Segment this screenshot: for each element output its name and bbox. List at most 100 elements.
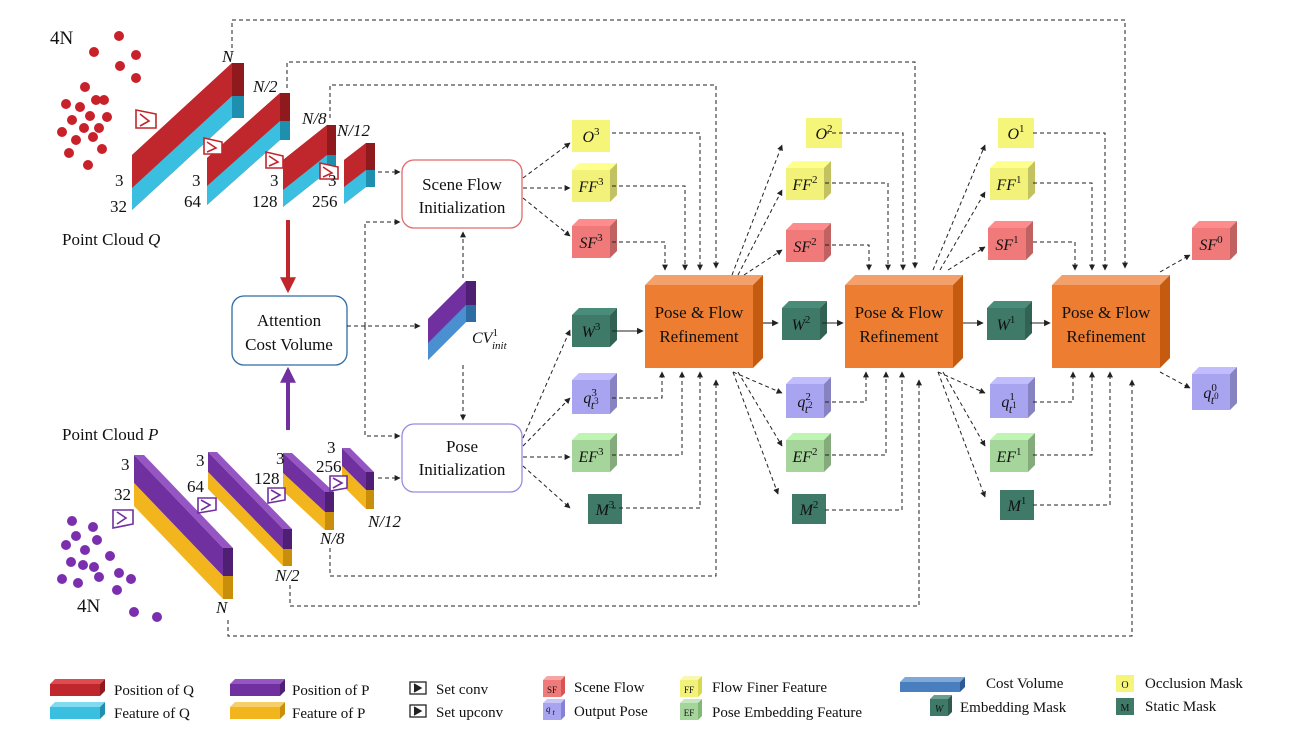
o1-cube: O1 [998, 118, 1034, 148]
legend-flow-finer: Flow Finer Feature [712, 680, 827, 696]
svg-text:M1: M1 [1007, 495, 1027, 515]
ff1-cube: FF1 [990, 161, 1035, 200]
refinement-box-1 [645, 275, 763, 368]
point-cloud-q-dots [57, 31, 141, 170]
svg-text:FF: FF [684, 685, 694, 695]
sf2-cube: SF2 [786, 223, 831, 262]
p-count-label: 4N [77, 596, 101, 617]
legend: Position of Q Feature of Q Position of P… [50, 675, 1243, 722]
refinement-3-line2: Refinement [1066, 327, 1146, 346]
pose-init-line1: Pose [446, 437, 478, 456]
o3-cube: O3 [572, 120, 610, 152]
q-dim-labels: N 3 32 N/2 3 64 N/8 3 128 N/12 3 256 [110, 47, 371, 216]
legend-pos-q-swatch [50, 679, 105, 696]
q-level4-feat: 256 [312, 192, 338, 211]
svg-text:FF1: FF1 [995, 174, 1021, 194]
legend-embed-mask: Embedding Mask [960, 700, 1067, 716]
svg-text:W1: W1 [997, 314, 1016, 334]
legend-set-conv: Set conv [436, 682, 489, 698]
refinement-1-line2: Refinement [659, 327, 739, 346]
p-level3-feat: 128 [254, 469, 280, 488]
ef3-cube: EF3 [572, 433, 617, 472]
legend-set-conv-icon [409, 681, 427, 695]
svg-text:EF2: EF2 [791, 446, 817, 466]
svg-text:M3: M3 [595, 499, 615, 519]
svg-text:SF2: SF2 [793, 236, 816, 256]
legend-pos-p-swatch [230, 679, 285, 696]
legend-pose-embed: Pose Embedding Feature [712, 705, 862, 721]
legend-pos-q: Position of Q [114, 683, 194, 699]
legend-sf-icon: SF [543, 676, 565, 697]
ef1-cube: EF1 [990, 433, 1035, 472]
p-level4-feat: 256 [316, 457, 342, 476]
scene-flow-init-line2: Initialization [419, 198, 506, 217]
q-level1-pos: 3 [115, 171, 124, 190]
m3-cube: M3 [588, 494, 622, 524]
ff2-cube: FF2 [786, 161, 831, 200]
p-dim-labels: 3 32 N 3 64 N/2 3 128 N/8 3 256 N/12 [114, 438, 402, 617]
legend-occlusion: Occlusion Mask [1145, 676, 1243, 692]
ef2-cube: EF2 [786, 433, 831, 472]
o2-cube: O2 [806, 118, 842, 148]
svg-text:W: W [935, 704, 945, 715]
q-setconv-icons [135, 109, 339, 180]
p-level1-n: N [215, 598, 229, 617]
svg-text:M: M [1121, 703, 1130, 714]
q-level4-n: N/12 [336, 121, 371, 140]
p-level1-feat: 32 [114, 485, 131, 504]
svg-text:W2: W2 [792, 314, 811, 334]
svg-text:qt: qt [546, 704, 556, 717]
q-encoder-bars [132, 63, 375, 210]
sf0-cube: SF0 [1192, 221, 1237, 260]
legend-m-icon: M [1116, 698, 1134, 715]
legend-ef-icon: EF [680, 699, 702, 720]
p-level3-n: N/8 [319, 529, 345, 548]
scene-flow-init-line1: Scene Flow [422, 175, 503, 194]
legend-feat-q-swatch [50, 702, 105, 719]
svg-text:EF: EF [684, 708, 695, 718]
refinement-1-line1: Pose & Flow [655, 303, 745, 322]
p-level2-n: N/2 [274, 566, 300, 585]
legend-feat-q: Feature of Q [114, 706, 190, 722]
p-level2-feat: 64 [187, 477, 205, 496]
legend-feat-p-swatch [230, 702, 285, 719]
p-setconv-icons [112, 475, 348, 529]
legend-output-pose: Output Pose [574, 704, 648, 720]
q-level4-pos: 3 [328, 171, 337, 190]
svg-text:O2: O2 [815, 123, 832, 143]
legend-ff-icon: FF [680, 676, 702, 697]
sf3-cube: SF3 [572, 219, 617, 258]
svg-text:EF3: EF3 [577, 446, 604, 466]
refinement-3-line1: Pose & Flow [1062, 303, 1152, 322]
q-level1-n: N [221, 47, 235, 66]
m2-cube: M2 [792, 494, 826, 524]
q-level2-feat: 64 [184, 192, 202, 211]
scene-flow-init-box [401, 159, 523, 229]
p-level2-pos: 3 [196, 451, 205, 470]
sf1-cube: SF1 [988, 221, 1033, 260]
legend-pos-p: Position of P [292, 683, 370, 699]
attention-cost-volume-box [231, 295, 348, 366]
svg-text:SF1: SF1 [995, 234, 1018, 254]
attention-line1: Attention [257, 311, 322, 330]
svg-text:EF1: EF1 [995, 446, 1021, 466]
p-encoder-bars [134, 448, 374, 599]
p-level4-pos: 3 [327, 438, 336, 457]
svg-text:SF0: SF0 [1199, 234, 1223, 254]
legend-feat-p: Feature of P [292, 706, 365, 722]
refinement-2-line2: Refinement [859, 327, 939, 346]
legend-o-icon: O [1116, 675, 1134, 692]
ff3-cube: FF3 [572, 163, 617, 202]
legend-static: Static Mask [1145, 699, 1217, 715]
q-level3-feat: 128 [252, 192, 278, 211]
refinement-box-3 [1052, 275, 1170, 368]
q-level2-pos: 3 [192, 171, 201, 190]
